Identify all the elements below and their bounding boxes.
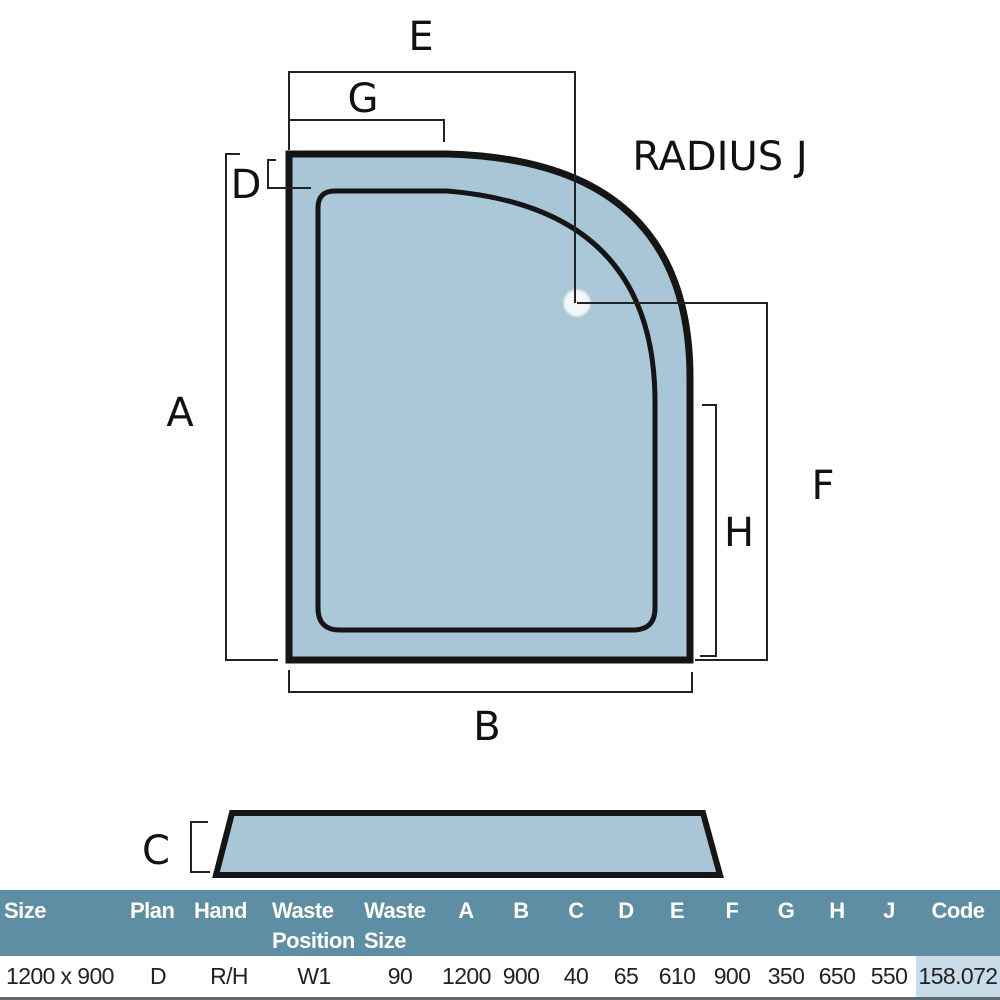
- header-a: A: [458, 898, 474, 923]
- cell-f: 900: [704, 956, 760, 1000]
- label-b: B: [473, 704, 500, 750]
- dimension-line-b: [288, 670, 693, 693]
- dimension-line-c: [190, 821, 210, 873]
- dimension-line-d: [267, 159, 311, 189]
- cell-waste-size: 90: [360, 956, 440, 1000]
- header-d: D: [618, 898, 634, 923]
- cell-h: 650: [812, 956, 862, 1000]
- cell-size: 1200 x 900: [0, 956, 126, 1000]
- label-f: F: [811, 463, 834, 509]
- table-row: 1200 x 900 D R/H W1 90 1200 900 40 65 61…: [0, 956, 1000, 1000]
- dimension-line-a: [225, 153, 278, 661]
- header-hand: Hand: [194, 898, 248, 923]
- header-j: J: [883, 898, 895, 923]
- cell-plan: D: [126, 956, 190, 1000]
- header-e: E: [669, 898, 685, 923]
- tray-inner-outline: [315, 188, 658, 633]
- cell-g: 350: [760, 956, 812, 1000]
- cell-e: 610: [650, 956, 704, 1000]
- header-b: B: [513, 898, 529, 923]
- label-g: G: [348, 76, 379, 122]
- header-g: G: [777, 898, 795, 923]
- header-h: H: [829, 898, 845, 923]
- header-c: C: [568, 898, 584, 923]
- cell-d: 65: [602, 956, 650, 1000]
- tray-side-profile: [212, 810, 724, 878]
- label-radius: RADIUS J: [632, 134, 807, 180]
- label-a: A: [166, 390, 194, 436]
- label-h: H: [724, 510, 754, 556]
- cell-hand: R/H: [190, 956, 268, 1000]
- cell-j: 550: [862, 956, 916, 1000]
- header-code: Code: [931, 898, 986, 923]
- cell-waste-position: W1: [268, 956, 360, 1000]
- header-f: F: [725, 898, 739, 923]
- dimension-line-e: [288, 71, 576, 303]
- header-size: Size: [4, 898, 47, 923]
- label-c: C: [142, 828, 170, 874]
- label-d: D: [231, 162, 262, 208]
- label-e: E: [408, 14, 433, 60]
- cell-code[interactable]: 158.072: [916, 956, 1000, 1000]
- dimension-line-g: [288, 119, 445, 142]
- cell-a: 1200: [440, 956, 492, 1000]
- header-plan: Plan: [130, 898, 175, 923]
- shower-tray-diagram: E G D RADIUS J A F H B C: [142, 14, 835, 878]
- dimension-line-f: [577, 302, 768, 661]
- dimension-line-h: [700, 404, 717, 657]
- cell-c: 40: [550, 956, 602, 1000]
- cell-b: 900: [492, 956, 550, 1000]
